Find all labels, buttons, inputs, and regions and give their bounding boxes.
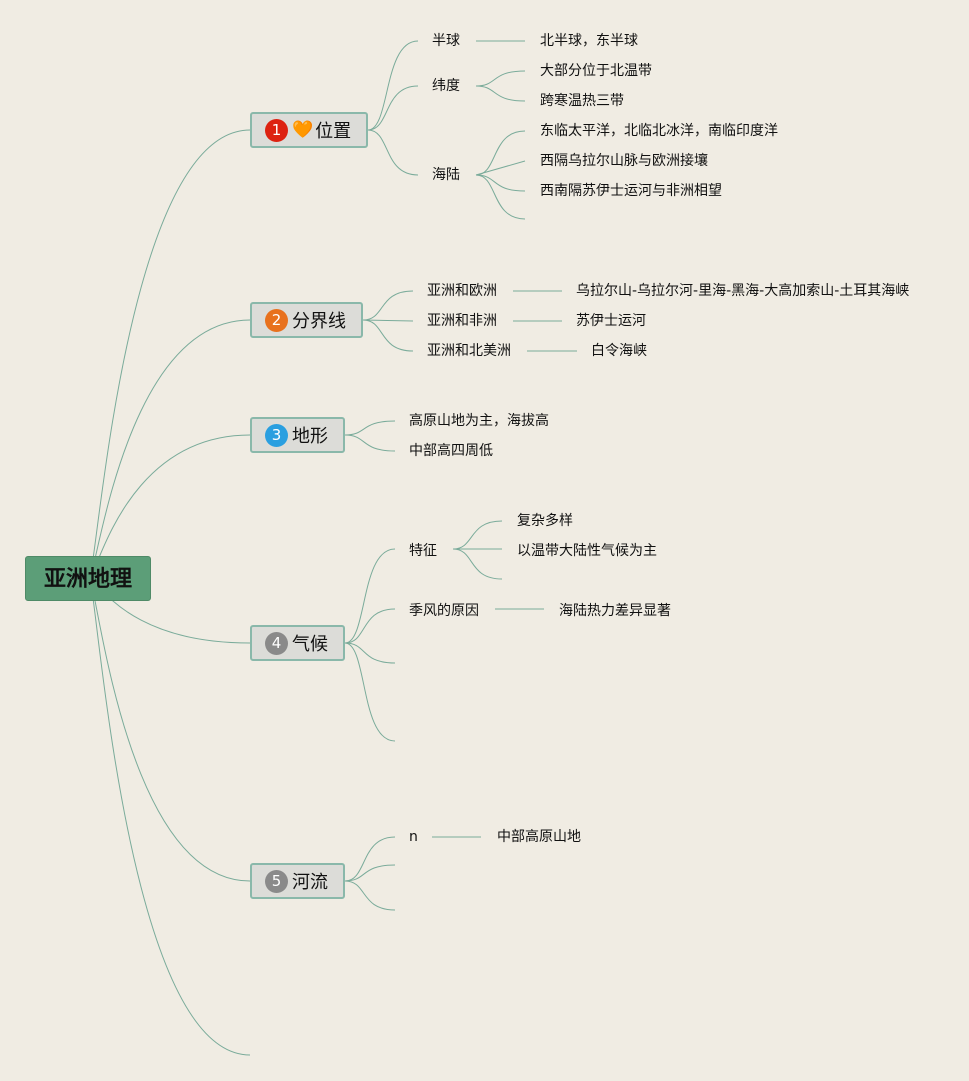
connector-line <box>475 160 526 176</box>
leaf-asia-north-america-value[interactable]: 白令海峡 <box>591 343 647 359</box>
branch-boundary[interactable]: 2 分界线 <box>250 302 363 338</box>
subtopic-climate-features[interactable]: 特征 <box>409 543 437 559</box>
leaf-latitude-2[interactable]: 跨寒温热三带 <box>540 93 624 109</box>
connector-curve <box>344 434 396 452</box>
root-connector <box>89 129 251 579</box>
connector-curve <box>475 85 526 102</box>
connector-curve <box>344 642 396 664</box>
connector-curve <box>367 129 419 176</box>
leaf-asia-africa-value[interactable]: 苏伊士运河 <box>576 313 646 329</box>
root-connector <box>89 577 251 882</box>
connector-line <box>362 319 414 322</box>
number-badge-4: 4 <box>265 631 288 655</box>
leaf-sea-land-2[interactable]: 西隔乌拉尔山脉与欧洲接壤 <box>540 153 708 169</box>
number-badge-3: 3 <box>265 423 288 447</box>
leaf-asia-europe-value[interactable]: 乌拉尔山-乌拉尔河-里海-黑海-大高加索山-土耳其海峡 <box>576 283 910 299</box>
number-badge-1: 1 <box>265 118 288 142</box>
root-connector <box>89 319 251 579</box>
connector-curve <box>362 319 414 352</box>
connector-curve <box>367 40 419 131</box>
number-badge-5: 5 <box>265 869 288 893</box>
connector-curve <box>344 836 396 882</box>
leaf-rivers-value[interactable]: 中部高原山地 <box>497 829 581 845</box>
connector-curve <box>475 174 526 192</box>
connector-curve <box>344 548 396 644</box>
connector-curve <box>362 290 414 321</box>
connector-curve <box>344 420 396 436</box>
subtopic-latitude[interactable]: 纬度 <box>432 78 460 94</box>
connector-curve <box>452 548 503 580</box>
number-badge-2: 2 <box>265 308 288 332</box>
branch-label: 气候 <box>292 634 328 655</box>
branch-label: 地形 <box>292 426 328 447</box>
connector-curve <box>475 174 526 220</box>
branch-location[interactable]: 1 🧡 位置 <box>250 112 368 148</box>
leaf-latitude-1[interactable]: 大部分位于北温带 <box>540 63 652 79</box>
leaf-sea-land-1[interactable]: 东临太平洋，北临北冰洋，南临印度洋 <box>540 123 778 139</box>
root-connector <box>89 577 251 1056</box>
subtopic-asia-africa[interactable]: 亚洲和非洲 <box>427 313 497 329</box>
connector-curve <box>344 642 396 742</box>
subtopic-asia-north-america[interactable]: 亚洲和北美洲 <box>427 343 511 359</box>
branch-climate[interactable]: 4 气候 <box>250 625 345 661</box>
heart-icon: 🧡 <box>292 120 314 140</box>
leaf-monsoon-cause-value[interactable]: 海陆热力差异显著 <box>559 603 671 619</box>
branch-rivers[interactable]: 5 河流 <box>250 863 345 899</box>
connector-curve <box>344 880 396 911</box>
connector-curve <box>344 608 396 644</box>
subtopic-hemisphere[interactable]: 半球 <box>432 33 460 49</box>
connector-curve <box>367 85 419 131</box>
subtopic-sea-land[interactable]: 海陆 <box>432 167 460 183</box>
root-topic[interactable]: 亚洲地理 <box>25 556 151 601</box>
leaf-sea-land-3[interactable]: 西南隔苏伊士运河与非洲相望 <box>540 183 722 199</box>
branch-label: 位置 <box>315 121 352 142</box>
subtopic-asia-europe[interactable]: 亚洲和欧洲 <box>427 283 497 299</box>
leaf-climate-feature-1[interactable]: 复杂多样 <box>517 513 573 529</box>
connector-curve <box>452 520 503 550</box>
subtopic-terrain-1[interactable]: 高原山地为主，海拔高 <box>409 413 549 429</box>
connector-curve <box>475 70 526 87</box>
leaf-hemisphere-value[interactable]: 北半球，东半球 <box>540 33 638 49</box>
branch-label: 分界线 <box>292 311 346 332</box>
subtopic-monsoon-cause[interactable]: 季风的原因 <box>409 603 479 619</box>
subtopic-rivers-n[interactable]: n <box>409 829 418 845</box>
subtopic-terrain-2[interactable]: 中部高四周低 <box>409 443 493 459</box>
branch-label: 河流 <box>292 872 328 893</box>
connector-curve <box>344 864 396 882</box>
branch-terrain[interactable]: 3 地形 <box>250 417 345 453</box>
leaf-climate-feature-2[interactable]: 以温带大陆性气候为主 <box>517 543 657 559</box>
